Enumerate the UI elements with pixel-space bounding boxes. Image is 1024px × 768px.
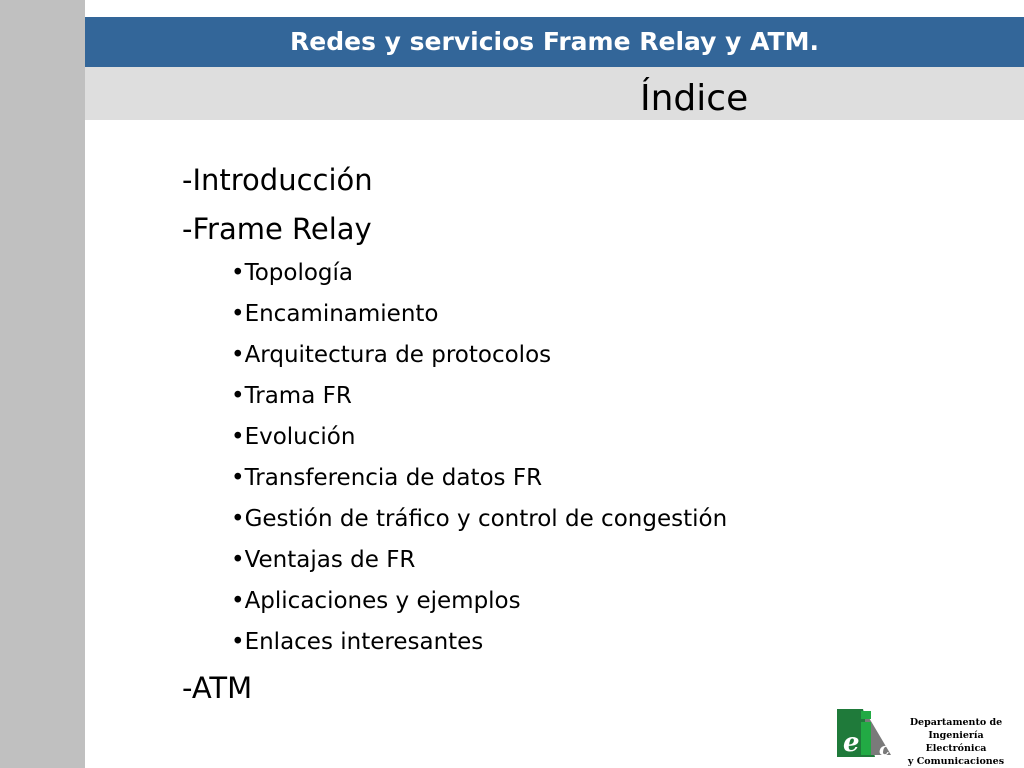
outline-subitem: •Topología: [231, 260, 353, 286]
slide-title: Índice: [640, 78, 749, 119]
outline-subitem: •Evolución: [231, 424, 356, 450]
outline-item: -ATM: [182, 671, 253, 705]
outline-subitem: •Arquitectura de protocolos: [231, 342, 552, 368]
section-bar: [85, 67, 1024, 120]
outline-subitem: •Aplicaciones y ejemplos: [231, 588, 521, 614]
svg-text:c: c: [879, 739, 890, 759]
outline-subitem: •Gestión de tráfico y control de congest…: [231, 506, 728, 532]
department-logo: e c: [835, 707, 899, 760]
outline-subitem: •Ventajas de FR: [231, 547, 416, 573]
outline-item: -Introducción: [182, 163, 373, 197]
outline-subitem: •Enlaces interesantes: [231, 629, 484, 655]
department-line: Ingeniería Electrónica: [925, 730, 987, 754]
outline-subitem: •Transferencia de datos FR: [231, 465, 543, 491]
outline-item: -Frame Relay: [182, 212, 372, 246]
course-title: Redes y servicios Frame Relay y ATM.: [290, 27, 819, 56]
title-bar: [85, 17, 1024, 67]
outline-subitem: •Trama FR: [231, 383, 352, 409]
outline-subitem: •Encaminamiento: [231, 301, 439, 327]
left-decorative-strip: [0, 0, 85, 768]
department-line: y Comunicaciones: [907, 756, 1005, 767]
department-line: Departamento de: [909, 717, 1003, 728]
svg-text:e: e: [843, 728, 860, 758]
department-name: Departamento de Ingeniería Electrónica y…: [898, 716, 1014, 768]
